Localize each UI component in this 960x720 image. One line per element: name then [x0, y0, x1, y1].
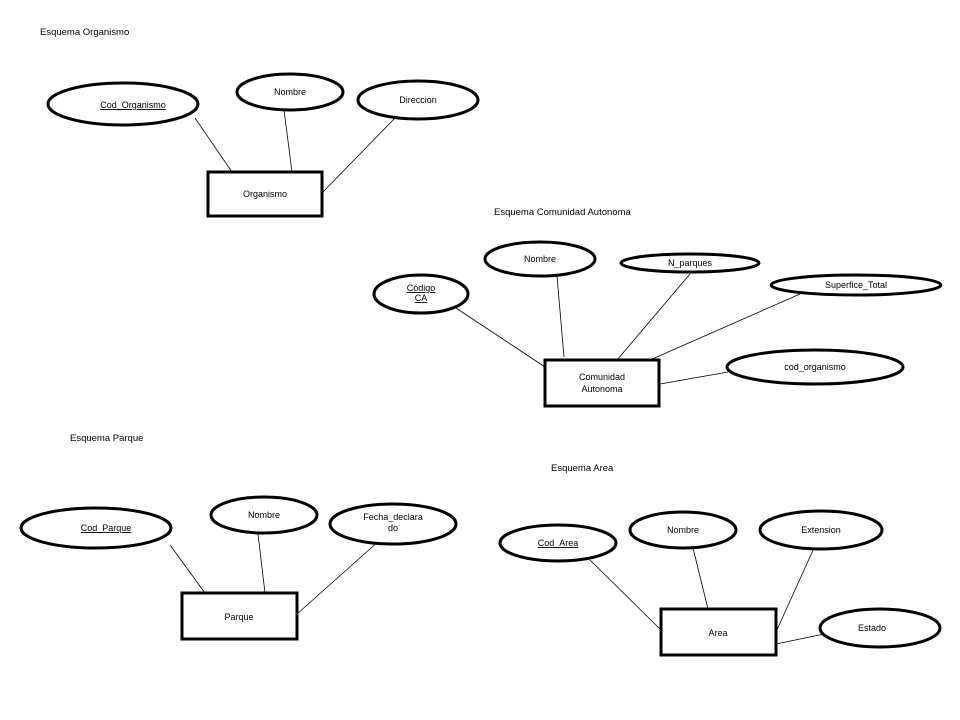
attribute-label: Nombre: [667, 525, 699, 535]
entity-label: Comunidad: [579, 372, 625, 382]
connector-nombre-parque: [257, 533, 266, 594]
attribute-nombre-ca: Nombre: [483, 240, 597, 278]
attribute-label: do: [388, 523, 398, 533]
entity-label: Organismo: [243, 189, 287, 199]
attribute-direccion: Direccion: [356, 79, 480, 121]
entity-area: Area: [659, 607, 778, 657]
attribute-cod-parque: Cod_Parque: [19, 506, 173, 550]
connector-cod-organismo-ca: [659, 371, 729, 385]
attribute-nombre-area: Nombre: [628, 510, 738, 550]
attribute-cod-area: Cod_Area: [498, 523, 618, 563]
entity-comunidad-autonoma: Comunidad Autonoma: [543, 358, 661, 408]
connector-nombre-organismo: [283, 109, 293, 173]
entity-label: Parque: [224, 612, 253, 622]
connector-cod-parque: [169, 544, 206, 594]
attribute-nombre-organismo: Nombre: [235, 72, 345, 112]
connector-direccion: [321, 117, 396, 194]
schema-title-comunidad-autonoma: Esquema Comunidad Autonoma: [494, 207, 631, 218]
attribute-label: Superfice_Total: [825, 280, 887, 290]
attribute-superfice-total: Superfice_Total: [769, 273, 943, 297]
schema-area: Esquema Area Cod_Area Nombre Extension E…: [498, 463, 942, 657]
connector-estado: [775, 633, 825, 645]
attribute-label: Código: [407, 283, 436, 293]
attribute-cod-organismo: Cod_Organismo: [46, 81, 200, 127]
entity-organismo: Organismo: [206, 170, 324, 218]
attribute-label: Cod_Organismo: [100, 100, 166, 110]
attribute-label: Nombre: [524, 254, 556, 264]
attribute-nombre-parque: Nombre: [209, 495, 319, 535]
entity-parque: Parque: [180, 591, 299, 641]
schema-organismo: Esquema Organismo Cod_Organismo Nombre D…: [40, 27, 480, 218]
attribute-label: Fecha_declara: [363, 512, 423, 522]
connector-cod-area: [589, 559, 663, 632]
attribute-label: Extension: [801, 525, 841, 535]
attribute-label: Cod_Area: [538, 538, 579, 548]
schema-parque: Esquema Parque Cod_Parque Nombre Fecha_d…: [19, 433, 458, 641]
schema-title-area: Esquema Area: [551, 463, 614, 474]
schema-title-parque: Esquema Parque: [70, 433, 143, 444]
attribute-label: Direccion: [399, 95, 437, 105]
schema-title-organismo: Esquema Organismo: [40, 27, 129, 38]
attribute-codigo-ca: Código CA: [372, 273, 470, 315]
connector-nombre-ca: [556, 275, 565, 358]
attribute-label: Cod_Parque: [81, 523, 132, 533]
attribute-estado: Estado: [818, 607, 942, 649]
attribute-label: Estado: [858, 623, 886, 633]
connector-n-parques: [616, 273, 691, 361]
connector-extension: [775, 547, 815, 633]
connector-codigo-ca: [455, 307, 546, 368]
attribute-n-parques: N_parques: [619, 252, 761, 274]
attribute-fecha-declarado: Fecha_declara do: [328, 502, 458, 546]
attribute-label: Nombre: [274, 87, 306, 97]
entity-label: Area: [708, 628, 727, 638]
connector-fecha-declarado: [296, 539, 381, 615]
attribute-extension: Extension: [758, 509, 884, 551]
connector-nombre-area: [692, 547, 709, 610]
attribute-label: cod_organismo: [784, 362, 846, 372]
entity-label: Autonoma: [581, 384, 622, 394]
attribute-label: N_parques: [668, 258, 713, 268]
attribute-cod-organismo-fk: cod_organismo: [725, 348, 905, 386]
attribute-label: CA: [415, 293, 428, 303]
attribute-label: Nombre: [248, 510, 280, 520]
connector-cod-organismo: [194, 117, 233, 173]
connector-superfice-total: [649, 293, 801, 361]
schema-comunidad-autonoma: Esquema Comunidad Autonoma Código CA Nom…: [372, 207, 943, 408]
